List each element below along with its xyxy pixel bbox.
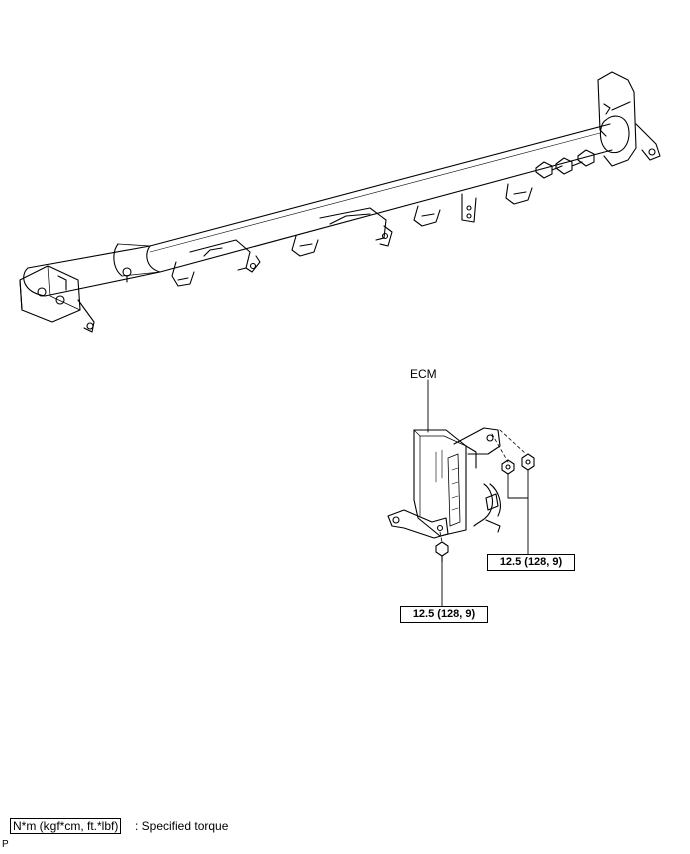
right-mount-bracket (597, 71, 661, 167)
torque-leaders (441, 469, 529, 607)
torque-spec-nut: 12.5 (128, 9) (487, 554, 575, 571)
alignment-dashes (439, 429, 527, 543)
tube-bracket-5 (413, 205, 441, 227)
ecm-wire-harness (473, 483, 501, 533)
tube-bracket-6 (461, 193, 477, 223)
ecm-nut-1 (501, 459, 515, 475)
tube-bracket-4 (319, 207, 393, 247)
corner-code: P (2, 839, 9, 850)
tube-bracket-3 (291, 235, 319, 257)
ecm-label: ECM (410, 367, 437, 381)
tube-bracket-7 (505, 183, 533, 205)
tube-bracket-1 (171, 261, 195, 287)
tube-bracket-2 (189, 239, 261, 273)
ecm-lower-bracket (387, 509, 449, 539)
torque-legend-text: : Specified torque (135, 819, 229, 833)
stud-bolt (122, 267, 132, 277)
ecm-unit (413, 429, 467, 537)
torque-legend-units: N*m (kgf*cm, ft.*lbf) (10, 818, 122, 834)
ecm-assembly (387, 379, 535, 607)
ecm-bolt (435, 541, 449, 563)
ecm-upper-bracket (453, 427, 501, 469)
tube-studs (535, 149, 595, 179)
torque-spec-bolt: 12.5 (128, 9) (400, 606, 488, 623)
left-mount-bracket (19, 265, 95, 333)
ecm-nut-2 (521, 453, 535, 471)
instrument-panel-reinforcement (19, 71, 661, 333)
